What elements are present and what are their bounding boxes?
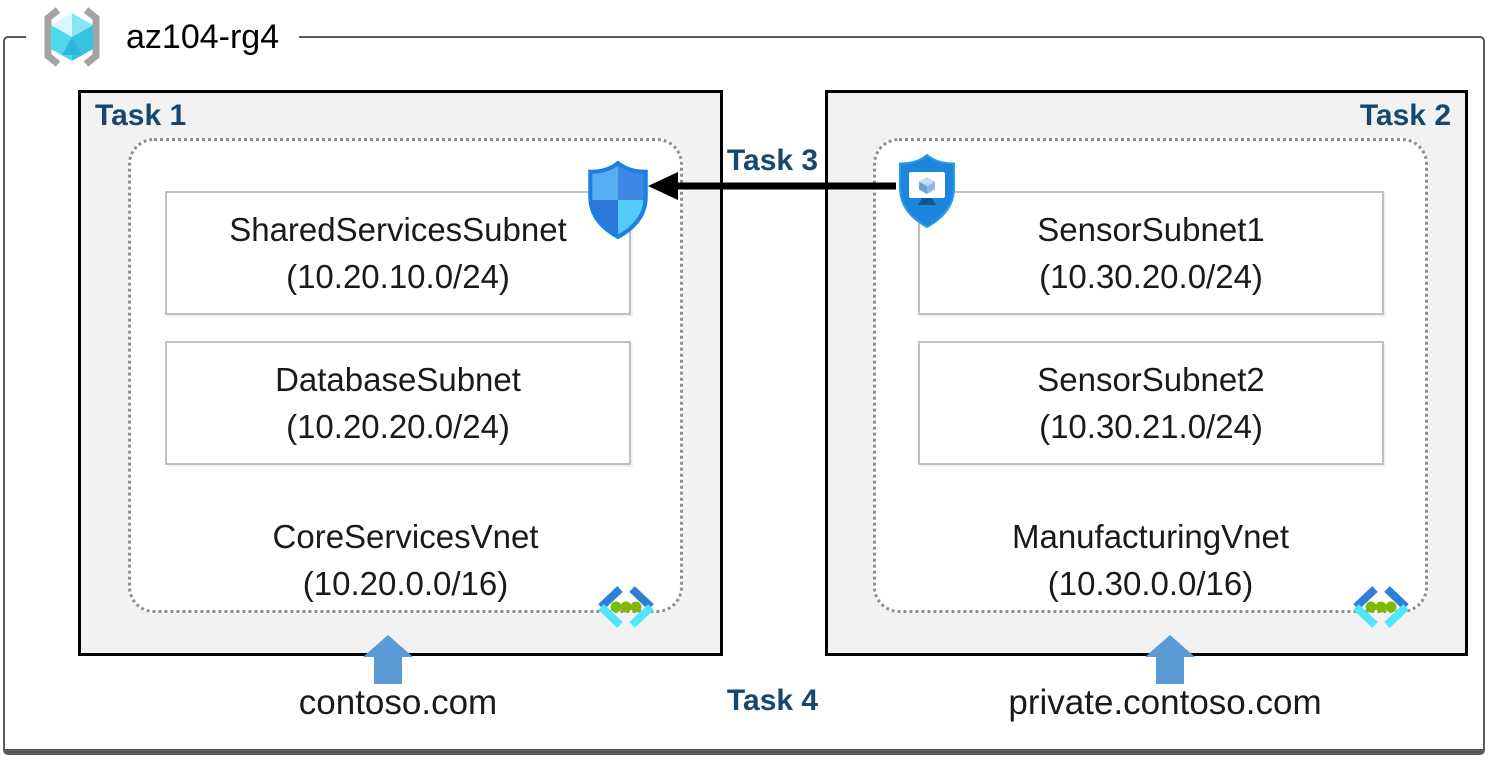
dns-up-arrow [1145,635,1195,684]
core-services-vnet-container: SharedServicesSubnet (10.20.10.0/24) Dat… [128,138,683,613]
resource-group-legend: az104-rg4 [26,2,300,72]
task1-label: Task 1 [95,99,187,132]
task4-label: Task 4 [726,684,819,717]
subnet-cidr: (10.30.20.0/24) [1039,258,1263,295]
subnet-name: SensorSubnet1 [1037,211,1265,248]
dns-up-arrow [363,635,413,684]
vnet-cidr: (10.30.0.0/16) [1047,565,1254,602]
sensor-subnet1-box: SensorSubnet1 (10.30.20.0/24) [918,191,1384,315]
subnet-name: SensorSubnet2 [1037,361,1265,398]
sensor-subnet2-box: SensorSubnet2 (10.30.21.0/24) [918,341,1384,465]
resource-group-icon [44,7,100,67]
shared-services-subnet-box: SharedServicesSubnet (10.20.10.0/24) [165,191,631,315]
task3-label: Task 3 [726,144,819,177]
subnet-cidr: (10.30.21.0/24) [1039,408,1263,445]
bastion-shield-monitor-icon [899,153,955,229]
peering-arrow [648,172,896,200]
subnet-name: SharedServicesSubnet [229,211,567,248]
vnet-name: ManufacturingVnet [1011,518,1289,555]
resource-group-frame [3,36,1485,755]
manufacturing-vnet-container: SensorSubnet1 (10.30.20.0/24) SensorSubn… [873,138,1428,613]
virtual-network-icon [1353,586,1409,628]
core-services-vnet-label: CoreServicesVnet (10.20.0.0/16) [131,513,680,607]
database-subnet-box: DatabaseSubnet (10.20.20.0/24) [165,341,631,465]
contoso-dns-label: contoso.com [298,683,498,722]
manufacturing-vnet-label: ManufacturingVnet (10.30.0.0/16) [876,513,1425,607]
network-security-group-shield-icon [588,160,648,240]
task2-label: Task 2 [1359,99,1451,132]
task2-panel: Task 2 SensorSubnet1 (10.30.20.0/24) Sen… [825,90,1468,656]
resource-group-name: az104-rg4 [126,17,280,56]
vnet-name: CoreServicesVnet [272,518,539,555]
subnet-cidr: (10.20.20.0/24) [286,408,510,445]
vnet-cidr: (10.20.0.0/16) [302,565,509,602]
subnet-name: DatabaseSubnet [275,361,521,398]
subnet-cidr: (10.20.10.0/24) [286,258,510,295]
private-contoso-dns-label: private.contoso.com [1008,683,1322,722]
virtual-network-icon [598,586,654,628]
